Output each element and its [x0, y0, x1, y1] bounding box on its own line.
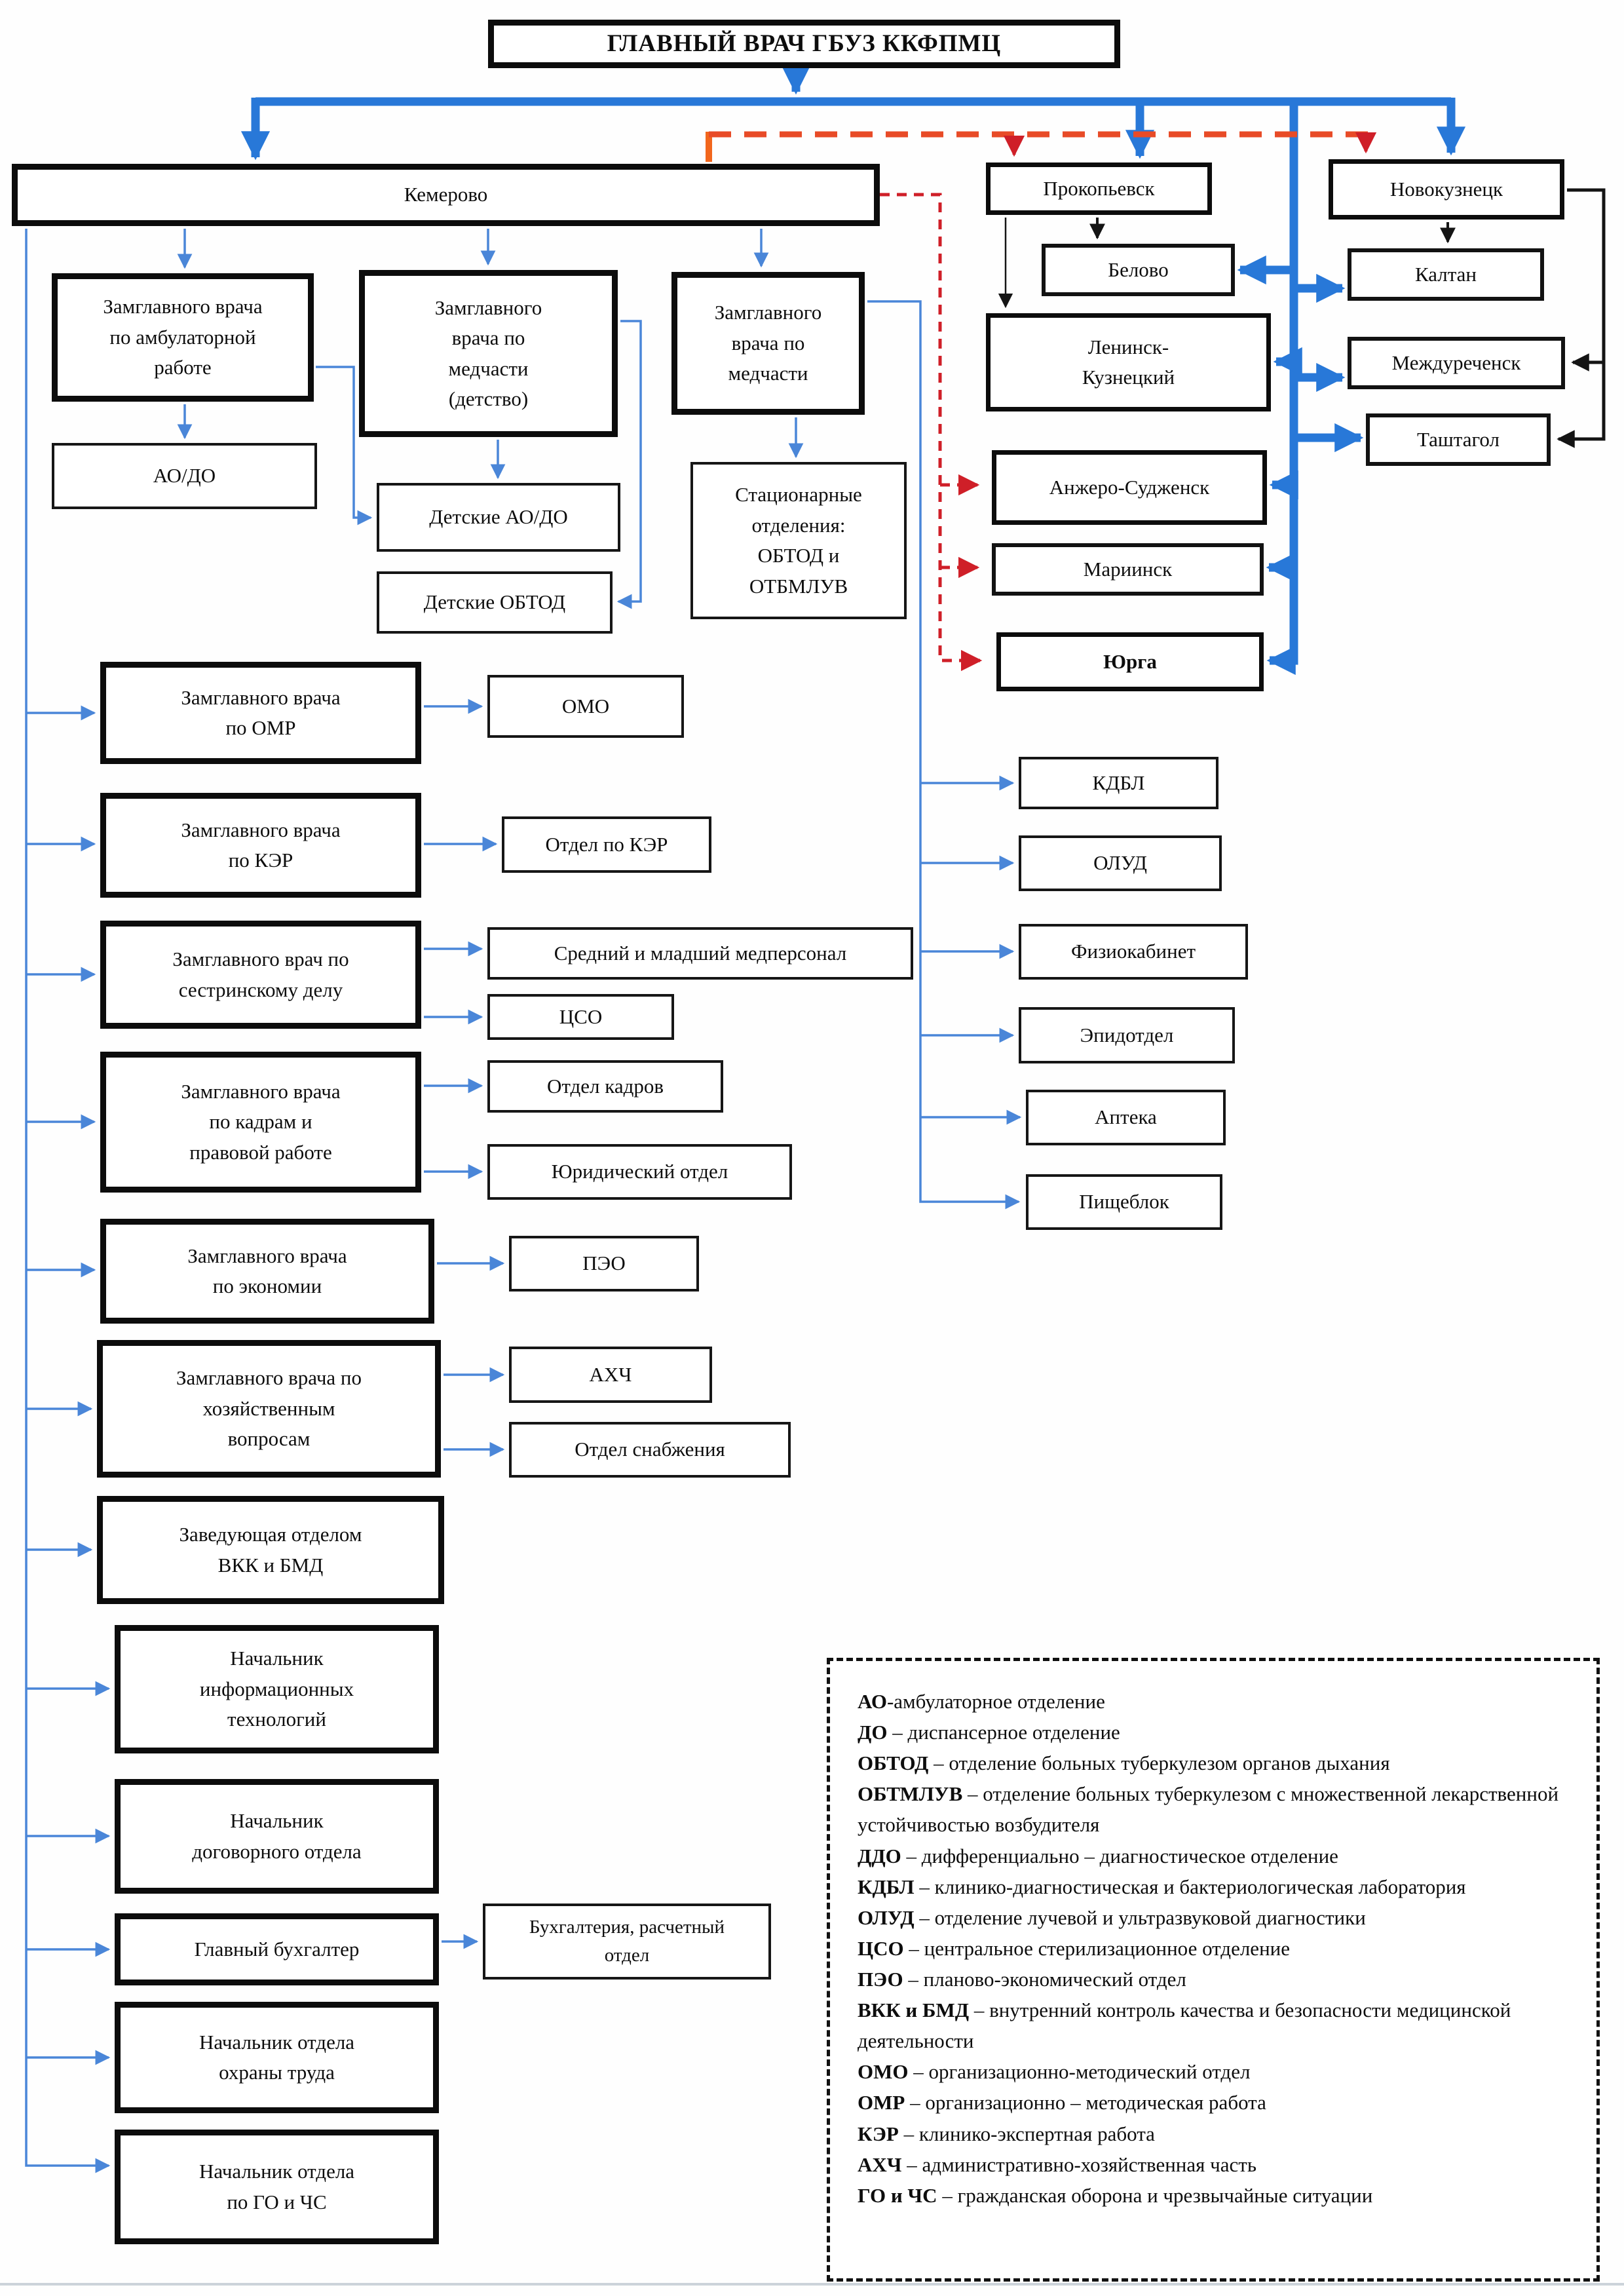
node-leninsk-kuznetsky: Ленинск- Кузнецкий	[986, 313, 1271, 411]
legend: АО-амбулаторное отделение ДО – диспансер…	[827, 1658, 1600, 2282]
node-children-ao-do: Детские АО/ДО	[377, 483, 620, 552]
arrow-novokuznetsk-tashtagol	[1557, 362, 1606, 448]
legend-item: ПЭО – планово-экономический отдел	[858, 1967, 1186, 1991]
legend-item: КЭР – клинико-экспертная работа	[858, 2122, 1155, 2145]
node-deputy-nursing: Замглавного врач по сестринскому делу	[100, 921, 421, 1029]
node-inpatient-departments: Стационарные отделения: ОБТОД и ОТБМЛУВ	[690, 462, 907, 619]
node-tashtagol: Таштагол	[1366, 413, 1551, 466]
line-admin-city-spine	[1266, 102, 1298, 676]
node-epid-department: Эпидотдел	[1019, 1007, 1235, 1063]
legend-item: ОБТМЛУВ – отделение больных туберкулезом…	[858, 1782, 1559, 1837]
node-food-unit: Пищеблок	[1026, 1174, 1222, 1230]
node-kdbl: КДБЛ	[1019, 757, 1218, 809]
arrow-detstvo-detobtod	[616, 320, 642, 609]
node-deputy-ambulatory: Замглавного врача по амбулаторной работе	[52, 273, 314, 402]
legend-item: ВКК и БМД – внутренний контроль качества…	[858, 1999, 1511, 2053]
node-deputy-medunit-children: Замглавного врача по медчасти (детство)	[359, 270, 618, 437]
node-novokuznetsk: Новокузнецк	[1329, 159, 1564, 220]
node-peo: ПЭО	[509, 1236, 699, 1292]
node-supply-department: Отдел снабжения	[509, 1422, 791, 1478]
legend-item: ДО – диспансерное отделение	[858, 1721, 1120, 1744]
node-chief-accountant: Главный бухгалтер	[115, 1913, 439, 1985]
node-olud: ОЛУД	[1019, 835, 1222, 891]
node-ahch: АХЧ	[509, 1347, 712, 1403]
arrow-amb-detaodo	[316, 366, 373, 526]
node-chief-physician: ГЛАВНЫЙ ВРАЧ ГБУЗ ККФПМЦ	[488, 20, 1120, 68]
node-head-labor-safety: Начальник отдела охраны труда	[115, 2002, 439, 2113]
node-pharmacy: Аптека	[1026, 1090, 1226, 1145]
legend-item: ОБТОД – отделение больных туберкулезом о…	[858, 1751, 1390, 1775]
legend-item: АХЧ – административно-хозяйственная част…	[858, 2152, 1256, 2176]
legend-item: ОМР – организационно – методическая рабо…	[858, 2091, 1266, 2114]
line-method-east-spine	[880, 193, 983, 672]
node-anzhero-sudzhensk: Анжеро-Судженск	[992, 450, 1267, 525]
node-deputy-medunit: Замглавного врача по медчасти	[671, 272, 865, 415]
node-kaltan: Калтан	[1348, 248, 1544, 301]
node-mariinsk: Мариинск	[992, 543, 1264, 596]
legend-item: ГО и ЧС – гражданская оборона и чрезвыча…	[858, 2183, 1373, 2207]
node-hr-department: Отдел кадров	[487, 1060, 723, 1113]
node-deputy-ker: Замглавного врача по КЭР	[100, 793, 421, 898]
node-deputy-economy: Замглавного врача по экономии	[100, 1219, 434, 1324]
node-deputy-omr: Замглавного врача по ОМР	[100, 662, 421, 764]
node-head-it: Начальник информационных технологий	[115, 1625, 439, 1753]
node-accounting-department: Бухгалтерия, расчетный отдел	[483, 1904, 771, 1980]
line-medchasti-services	[867, 300, 1021, 1210]
node-deputy-hr-legal: Замглавного врача по кадрам и правовой р…	[100, 1052, 421, 1193]
node-ker-department: Отдел по КЭР	[502, 816, 711, 873]
node-head-contracts: Начальник договорного отдела	[115, 1779, 439, 1894]
node-kemerovo: Кемерово	[12, 164, 880, 226]
node-head-vkk-bmd: Заведующая отделом ВКК и БМД	[97, 1496, 444, 1604]
legend-item: КДБЛ – клинико-диагностическая и бактери…	[858, 1875, 1466, 1898]
node-deputy-facilities: Замглавного врача по хозяйственным вопро…	[97, 1340, 441, 1478]
node-belovo: Белово	[1042, 244, 1235, 296]
line-left-spine	[25, 229, 111, 2173]
legend-item: ДДО – дифференциально – диагностическое …	[858, 1844, 1338, 1867]
node-prokopyevsk: Прокопьевск	[986, 163, 1212, 215]
scan-artifact-line	[0, 2283, 1624, 2286]
legend-item: АО-амбулаторное отделение	[858, 1690, 1105, 1713]
node-head-civil-defense: Начальник отдела по ГО и ЧС	[115, 2130, 439, 2244]
node-ao-do: АО/ДО	[52, 443, 317, 509]
node-mezhdurechensk: Междуреченск	[1348, 337, 1565, 389]
node-legal-department: Юридический отдел	[487, 1144, 792, 1200]
arrow-novokuznetsk-mezhdurechensk	[1567, 188, 1606, 372]
node-physio-room: Физиокабинет	[1019, 924, 1248, 980]
legend-item: ЦСО – центральное стерилизационное отдел…	[858, 1936, 1291, 1960]
legend-item: ОМО – организационно-методический отдел	[858, 2060, 1251, 2084]
node-omo: ОМО	[487, 675, 684, 738]
node-mid-junior-staff: Средний и младший медперсонал	[487, 927, 913, 980]
node-yurga: Юрга	[996, 632, 1264, 691]
node-children-obtod: Детские ОБТОД	[377, 571, 613, 634]
legend-item: ОЛУД – отделение лучевой и ультразвуково…	[858, 1905, 1366, 1929]
node-cso: ЦСО	[487, 994, 674, 1040]
